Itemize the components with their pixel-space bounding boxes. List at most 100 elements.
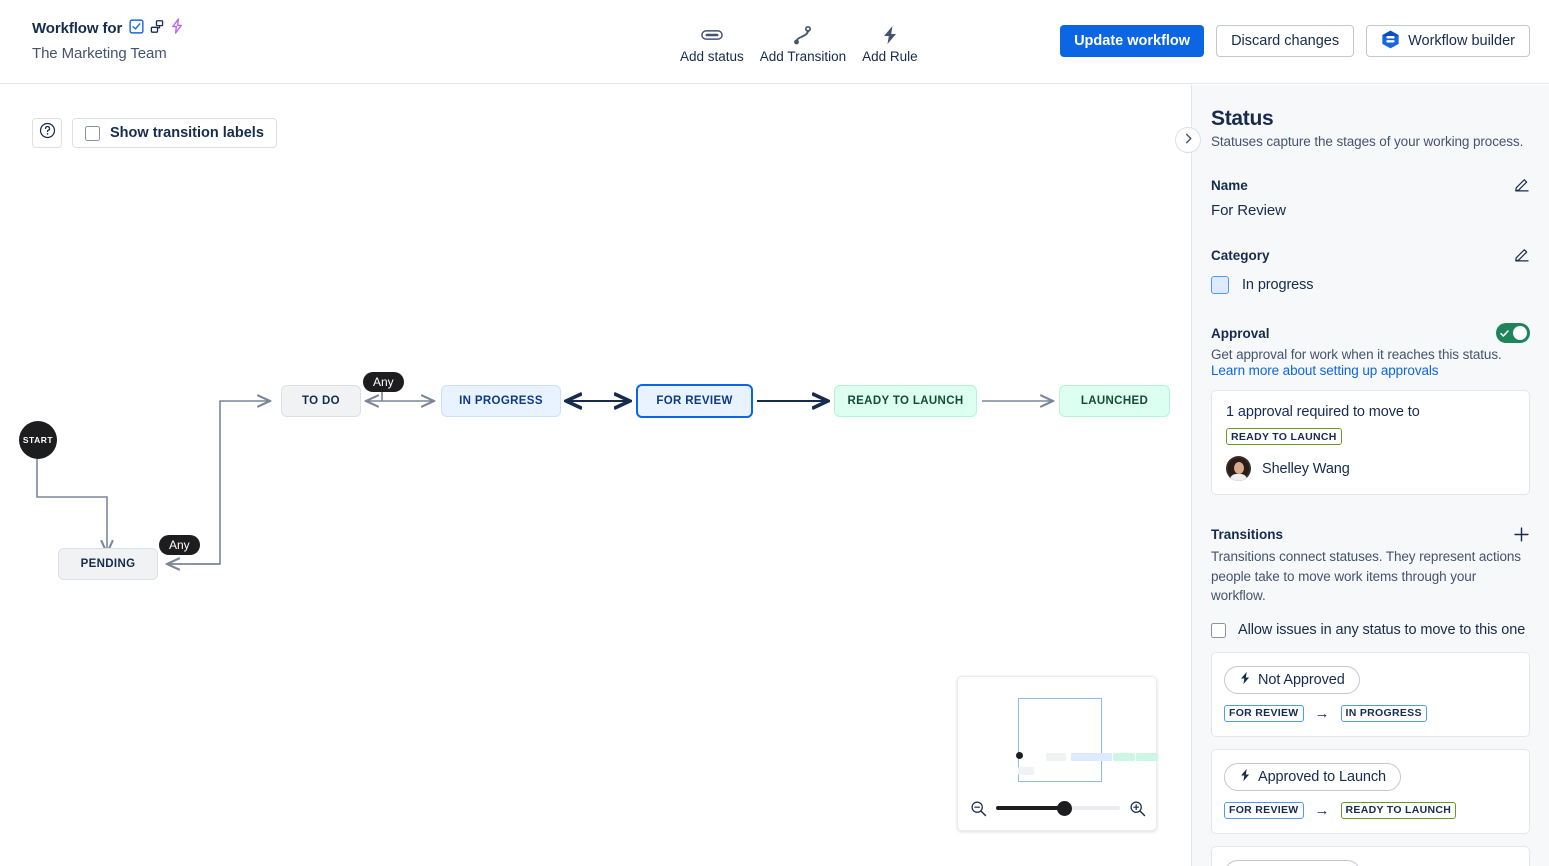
- name-field-header: Name: [1211, 177, 1530, 193]
- subtask-branch-icon: [150, 19, 164, 39]
- header-actions: Update workflow Discard changes Workflow…: [1060, 25, 1530, 57]
- canvas-controls: Show transition labels: [32, 118, 277, 148]
- discard-changes-button[interactable]: Discard changes: [1216, 25, 1355, 57]
- category-label: Category: [1211, 247, 1270, 263]
- transition-from-badge: FOR REVIEW: [1224, 801, 1304, 819]
- approval-description: Get approval for work when it reaches th…: [1211, 347, 1502, 362]
- toggle-knob: [1513, 326, 1527, 340]
- arrow-right-icon: →: [1314, 801, 1330, 819]
- chevron-right-icon: [1183, 131, 1194, 149]
- canvas-toolbar: Add status Add Transition Add Rule: [672, 20, 926, 68]
- show-transition-labels-label: Show transition labels: [110, 125, 264, 141]
- lightning-bolt-icon: [1239, 671, 1251, 689]
- edit-name-icon[interactable]: [1514, 177, 1530, 193]
- approver-row: Shelley Wang: [1226, 456, 1515, 481]
- status-node-pending[interactable]: PENDING: [58, 548, 158, 580]
- minimap-node-launched: [1136, 753, 1158, 761]
- arrow-right-icon: →: [1314, 704, 1330, 722]
- transitions-description: Transitions connect statuses. They repre…: [1211, 549, 1521, 604]
- zoom-slider-fill: [996, 806, 1065, 810]
- epic-bolt-icon: [170, 18, 184, 39]
- workflow-builder-label: Workflow builder: [1408, 33, 1515, 49]
- zoom-controls: [970, 796, 1146, 820]
- question-mark-icon: [39, 122, 56, 144]
- status-details-panel: Status Statuses capture the stages of yo…: [1191, 85, 1549, 866]
- panel-subtitle: Statuses capture the stages of your work…: [1211, 134, 1524, 149]
- status-node-in-progress[interactable]: IN PROGRESS: [441, 385, 561, 417]
- approval-toggle[interactable]: [1496, 323, 1530, 343]
- update-workflow-button[interactable]: Update workflow: [1060, 25, 1205, 57]
- approval-requirement: 1 approval required to move to: [1226, 404, 1420, 420]
- minimap-viewport[interactable]: [974, 693, 1158, 803]
- approval-learn-more-link[interactable]: Learn more about setting up approvals: [1211, 363, 1439, 378]
- transition-to-badge: IN PROGRESS: [1340, 704, 1427, 722]
- category-field-header: Category: [1211, 247, 1530, 263]
- transition-name: Not Approved: [1258, 671, 1345, 688]
- panel-title: Status: [1211, 107, 1274, 130]
- add-transition-label: Add Transition: [759, 49, 847, 64]
- task-checkbox-icon: [129, 18, 144, 39]
- plus-icon[interactable]: [1513, 526, 1530, 543]
- lightning-bolt-icon: [1239, 768, 1251, 786]
- transition-name: Approved to Launch: [1258, 768, 1386, 785]
- show-transition-labels-toggle[interactable]: Show transition labels: [72, 118, 277, 148]
- transition-to-badge: READY TO LAUNCH: [1340, 801, 1457, 819]
- approval-label: Approval: [1211, 325, 1270, 341]
- minimap-node-ready-to-launch: [1113, 753, 1135, 761]
- zoom-slider-thumb[interactable]: [1056, 800, 1072, 816]
- transition-flow: FOR REVIEW → READY TO LAUNCH: [1224, 801, 1517, 819]
- add-status-label: Add status: [680, 49, 744, 64]
- category-value: In progress: [1242, 277, 1314, 293]
- any-badge-todo[interactable]: Any: [363, 372, 404, 392]
- allow-any-status-label: Allow issues in any status to move to th…: [1238, 621, 1526, 638]
- status-pill-icon: [701, 24, 723, 46]
- transitions-header: Transitions: [1211, 526, 1530, 543]
- approval-target-status-badge: READY TO LAUNCH: [1226, 428, 1342, 445]
- help-button[interactable]: [32, 118, 62, 148]
- transition-card[interactable]: Approved to Launch FOR REVIEW → READY TO…: [1211, 748, 1530, 834]
- work-type-icons: [129, 18, 184, 39]
- minimap-viewport-rect: [1018, 698, 1102, 782]
- minimap-node-todo: [1046, 753, 1066, 761]
- status-node-to-do[interactable]: TO DO: [281, 385, 361, 417]
- add-status-button[interactable]: Add status: [672, 20, 752, 68]
- zoom-slider[interactable]: [996, 800, 1120, 816]
- transition-card[interactable]: Not Approved FOR REVIEW → IN PROGRESS: [1211, 651, 1530, 737]
- minimap-node-pending: [1018, 767, 1034, 775]
- status-node-for-review[interactable]: FOR REVIEW: [636, 384, 753, 418]
- edit-category-icon[interactable]: [1514, 247, 1530, 263]
- transition-from-badge: FOR REVIEW: [1224, 704, 1304, 722]
- add-rule-button[interactable]: Add Rule: [854, 20, 926, 68]
- add-transition-button[interactable]: Add Transition: [752, 20, 854, 68]
- check-icon: [1500, 329, 1509, 337]
- start-node[interactable]: START: [19, 421, 57, 459]
- transition-curve-icon: [792, 24, 814, 46]
- collapse-panel-button[interactable]: [1175, 127, 1201, 153]
- transition-card[interactable]: Ready for review IN PROGRESS → FOR REVIE…: [1211, 845, 1530, 866]
- transition-name-pill[interactable]: Not Approved: [1224, 665, 1360, 694]
- minimap-node-in-progress: [1071, 753, 1095, 761]
- category-row: In progress: [1211, 276, 1530, 294]
- approver-name: Shelley Wang: [1262, 460, 1350, 477]
- minimap-node-for-review: [1090, 753, 1112, 761]
- status-node-ready-to-launch[interactable]: READY TO LAUNCH: [834, 385, 977, 417]
- add-rule-label: Add Rule: [862, 49, 918, 64]
- show-transition-labels-checkbox[interactable]: [85, 125, 100, 141]
- minimap[interactable]: [957, 676, 1158, 831]
- zoom-in-icon[interactable]: [1129, 800, 1146, 817]
- zoom-out-icon[interactable]: [970, 800, 987, 817]
- transition-name-pill[interactable]: Ready for review: [1224, 859, 1362, 866]
- workflow-canvas[interactable]: Show transition labels: [0, 85, 1191, 866]
- status-node-launched[interactable]: LAUNCHED: [1059, 385, 1170, 417]
- lightning-bolt-icon: [881, 24, 899, 46]
- name-value: For Review: [1211, 202, 1286, 219]
- title-block: Workflow for The Marketing Team: [32, 18, 184, 62]
- workflow-builder-button[interactable]: Workflow builder: [1366, 25, 1530, 57]
- approval-card: 1 approval required to move to READY TO …: [1211, 390, 1530, 495]
- page-title: Workflow for: [32, 20, 123, 37]
- transition-name-pill[interactable]: Approved to Launch: [1224, 762, 1401, 791]
- allow-any-status-checkbox[interactable]: [1211, 622, 1226, 638]
- allow-any-status-row[interactable]: Allow issues in any status to move to th…: [1211, 620, 1530, 640]
- any-badge-pending[interactable]: Any: [159, 535, 200, 555]
- app-header: Workflow for The Marketing Team Add stat…: [0, 0, 1549, 84]
